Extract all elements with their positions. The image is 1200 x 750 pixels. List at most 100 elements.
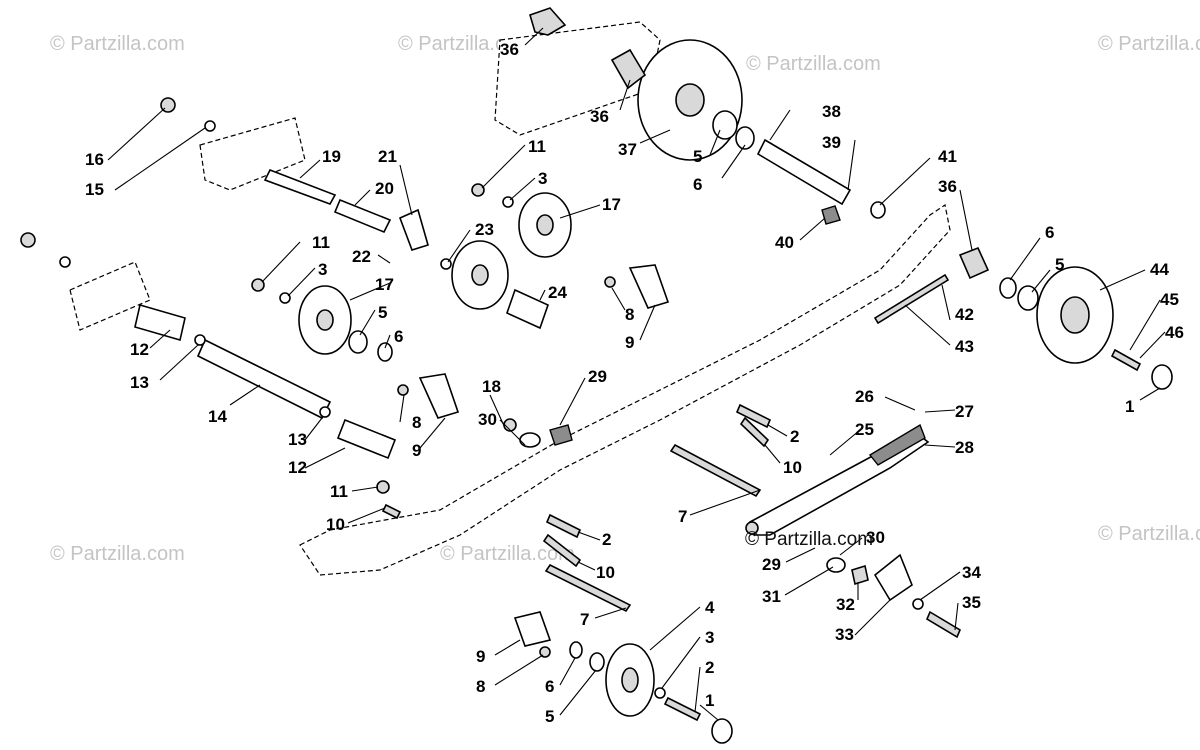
callout-2: 2 [790, 427, 799, 446]
wheel-17-lower-hub [316, 309, 334, 331]
leader-line [694, 666, 701, 713]
callout-19: 19 [322, 147, 341, 166]
cap-1-bottom [711, 718, 733, 744]
leader-line [499, 419, 526, 446]
leader-line [524, 27, 544, 46]
leader-line [559, 669, 597, 716]
hub-36-right [958, 246, 990, 280]
callout-1: 1 [1125, 397, 1134, 416]
callout-46: 46 [1165, 323, 1184, 342]
arm-25-pivot [745, 521, 759, 535]
leader-line [384, 334, 391, 349]
leader-line [594, 607, 627, 619]
callout-44: 44 [1150, 260, 1169, 279]
wheel-4-hub [621, 667, 639, 693]
bracket-21 [398, 208, 429, 251]
callout-37: 37 [618, 140, 637, 159]
leader-line [904, 304, 951, 346]
callout-3: 3 [705, 628, 714, 647]
callout-34: 34 [962, 563, 981, 582]
nut-11-upper [471, 183, 485, 197]
ring-6-right [999, 277, 1017, 299]
leader-line [1099, 269, 1146, 291]
leader-line [924, 409, 956, 413]
leader-line [839, 537, 863, 556]
leader-line [854, 599, 891, 636]
callout-36: 36 [590, 107, 609, 126]
callout-7: 7 [678, 507, 687, 526]
leader-line [941, 284, 951, 321]
callout-5: 5 [693, 147, 702, 166]
callout-31: 31 [762, 587, 781, 606]
rail-top-left [199, 117, 306, 191]
callout-8: 8 [476, 677, 485, 696]
ring-13-lower [319, 406, 331, 418]
callout-10: 10 [596, 563, 615, 582]
callout-22: 22 [352, 247, 371, 266]
leader-line [481, 144, 526, 189]
callout-2: 2 [602, 530, 611, 549]
washer-30-upper [519, 432, 541, 448]
bolt-43 [873, 273, 950, 325]
spacer-24 [506, 288, 549, 330]
arm-26-end [868, 423, 926, 466]
leader-line [639, 304, 656, 341]
leader-line [347, 507, 386, 524]
watermark-text: © Partzilla.com [50, 33, 185, 55]
wheel-17-upper-hub [536, 214, 554, 236]
watermark-text: © Partzilla.com [746, 53, 881, 75]
callout-13: 13 [288, 430, 307, 449]
leader-line [639, 129, 671, 144]
mount-9-upper [628, 264, 670, 309]
clip-40 [821, 205, 841, 225]
leader-line [1139, 387, 1161, 401]
leader-line [767, 424, 788, 437]
hardware [20, 7, 1142, 722]
nut-18 [503, 418, 517, 432]
leader-line [107, 107, 166, 161]
callout-3: 3 [318, 260, 327, 279]
leader-line [689, 489, 761, 516]
callout-9: 9 [412, 441, 421, 460]
callout-3: 3 [538, 169, 547, 188]
cap-1-right [1151, 364, 1173, 390]
callout-11: 11 [528, 137, 546, 156]
leader-line [661, 636, 701, 689]
wheel-37-hub [675, 83, 705, 117]
callout-36: 36 [500, 40, 519, 59]
leader-line [847, 139, 856, 191]
callout-30: 30 [866, 528, 885, 547]
washer-30-lower [826, 557, 846, 573]
leader-line [419, 417, 446, 449]
bushing-32 [851, 564, 869, 586]
leader-line [354, 189, 371, 206]
washer-3-lower [654, 687, 666, 699]
shaft-20 [333, 198, 392, 234]
mount-9-lower [513, 611, 552, 647]
callout-17: 17 [602, 195, 621, 214]
leader-line [1009, 237, 1041, 281]
bearing-5-bottom [589, 652, 605, 672]
leader-line [954, 602, 959, 631]
leader-line [924, 444, 956, 448]
callout-35: 35 [962, 593, 981, 612]
leader-line [1129, 299, 1161, 351]
leader-line [304, 417, 323, 441]
washer-15-top [204, 120, 216, 132]
wheels [298, 39, 1173, 744]
wheel-44-hub [1060, 296, 1090, 334]
bolt-10-middle [542, 533, 582, 568]
leader-line [649, 606, 701, 651]
callout-43: 43 [955, 337, 974, 356]
leader-line [261, 241, 301, 283]
callout-9: 9 [476, 647, 485, 666]
callout-16: 16 [85, 150, 104, 169]
callout-20: 20 [375, 179, 394, 198]
leader-line [399, 164, 413, 216]
callout-15: 15 [85, 180, 104, 199]
leader-line [399, 394, 405, 423]
leader-lines [107, 27, 1166, 721]
nut-11-lower [376, 480, 390, 494]
shaft-38 [756, 138, 852, 206]
